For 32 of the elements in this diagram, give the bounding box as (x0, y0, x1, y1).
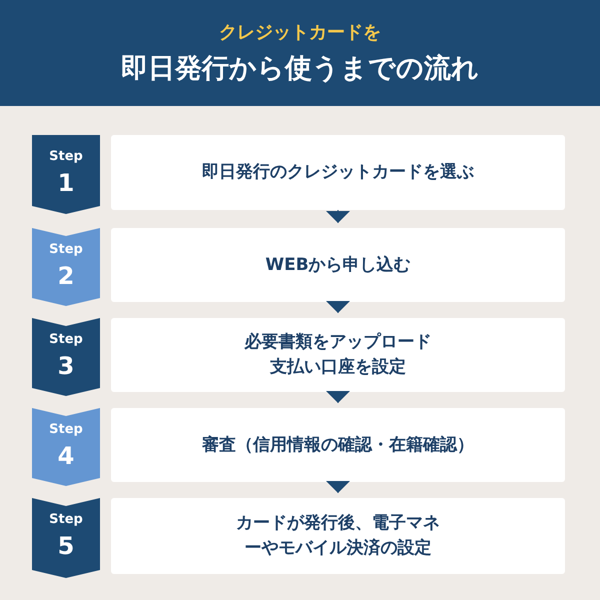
arrow (326, 391, 350, 404)
arrow (326, 210, 350, 224)
step-label: Step (48, 242, 84, 257)
step-label: Step (48, 512, 84, 527)
step-number: 3 (56, 352, 76, 380)
step-text: 審査（信用情報の確認・在籍確認） (202, 434, 474, 457)
step-box (111, 408, 565, 482)
step-label: Step (48, 149, 84, 164)
step-text: 即日発行のクレジットカードを選ぶ (202, 161, 474, 184)
title: 即日発行から使うまでの流れ (121, 52, 479, 86)
header-band (0, 0, 600, 106)
step-box (111, 498, 565, 574)
arrow (326, 481, 350, 494)
step-badge (32, 228, 100, 306)
step-text: WEBから申し込む (265, 254, 411, 277)
step-badge (32, 498, 100, 578)
step-badge (32, 318, 100, 396)
step-label: Step (48, 422, 84, 437)
subtitle: クレジットカードを (219, 21, 381, 44)
step-box (111, 228, 565, 302)
step-number: 2 (56, 262, 76, 290)
step-badge (32, 408, 100, 486)
step-number: 4 (56, 442, 76, 470)
step-number: 5 (56, 532, 76, 560)
step-number: 1 (56, 169, 76, 197)
step-box (111, 135, 565, 210)
step-text: カードが発行後、電子マネーやモバイル決済の設定 (235, 512, 441, 560)
step-text: 必要書類をアップロード支払い口座を設定 (243, 331, 432, 379)
step-box (111, 318, 565, 392)
step-badge (32, 135, 100, 214)
arrow (326, 301, 350, 314)
step-label: Step (48, 332, 84, 347)
